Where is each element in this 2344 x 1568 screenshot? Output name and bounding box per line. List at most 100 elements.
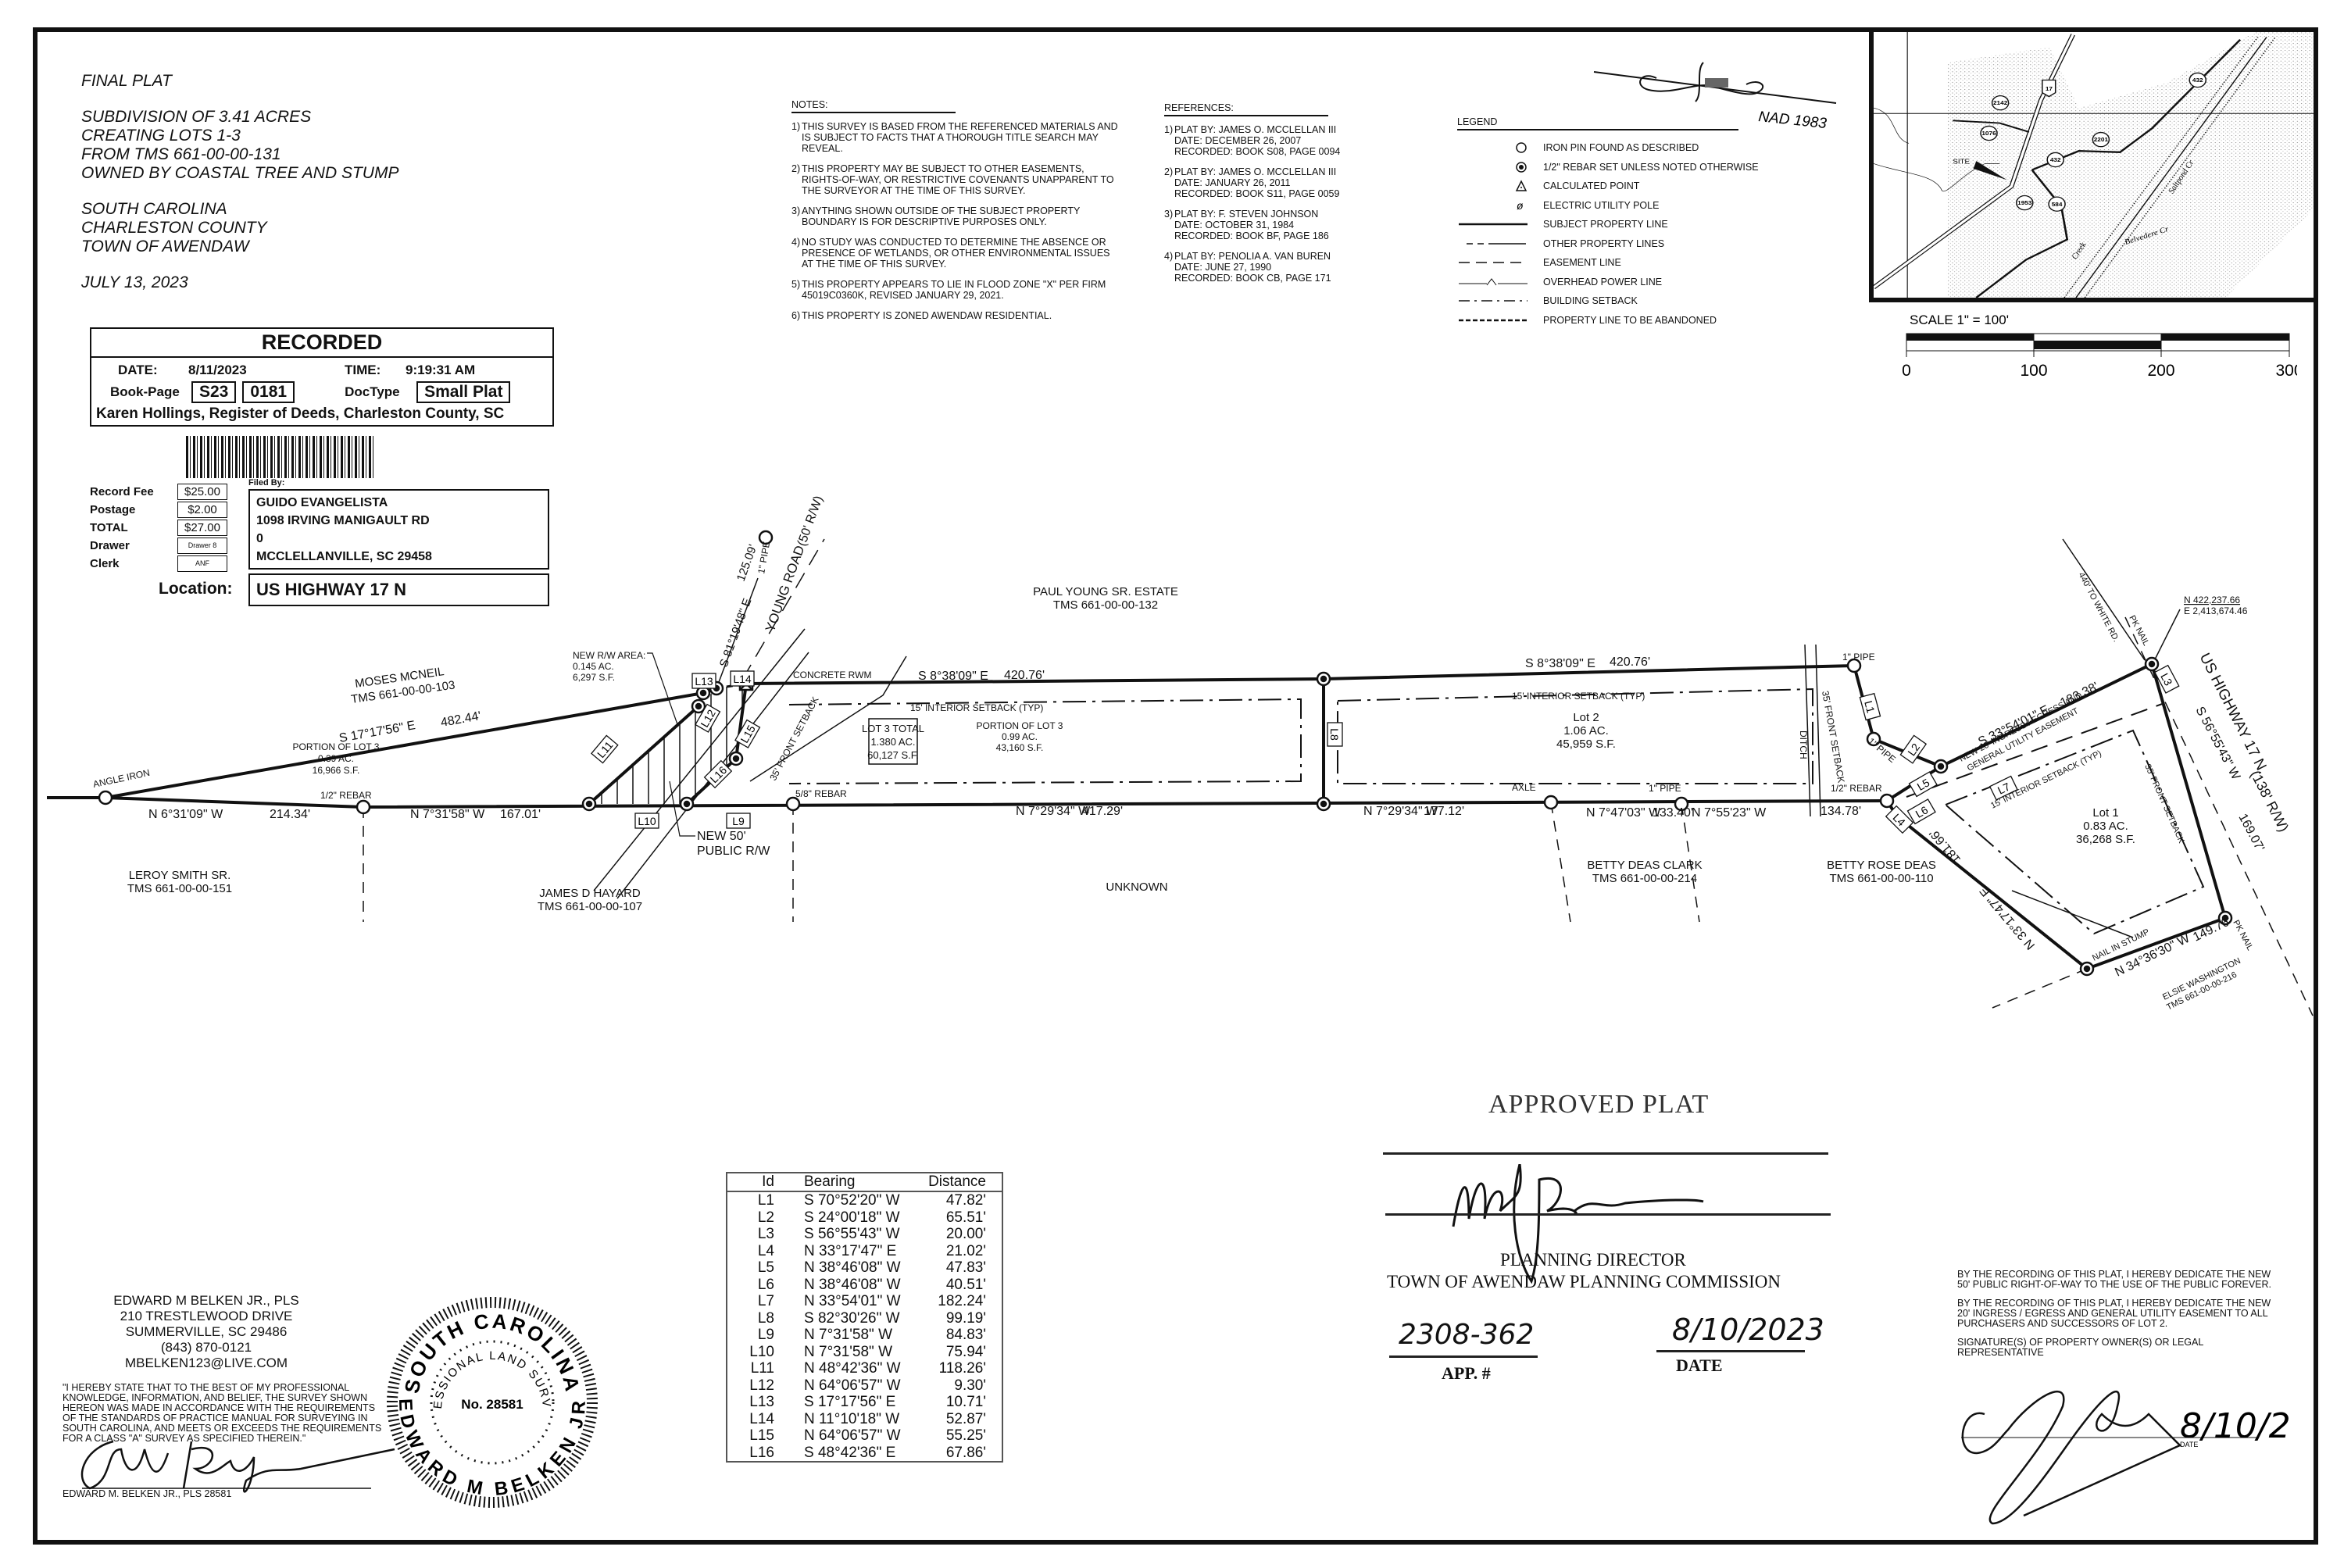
note-number: 5)	[791, 279, 801, 290]
fee-value: $25.00	[177, 484, 227, 500]
abandoned-line-icon	[1457, 314, 1543, 327]
book-page-label: Book-Page	[110, 384, 180, 399]
svg-text:0.83 AC.: 0.83 AC.	[2083, 820, 2128, 833]
legend-item: 1/2" REBAR SET UNLESS NOTED OTHERWISE	[1457, 158, 1770, 177]
svg-text:1.06 AC.: 1.06 AC.	[1563, 724, 1609, 738]
legend-label: PROPERTY LINE TO BE ABANDONED	[1543, 314, 1717, 326]
line-id: L10	[749, 1343, 774, 1360]
svg-text:NEW 20' INGRESS / EGRESS AND: NEW 20' INGRESS / EGRESS AND	[1958, 691, 2084, 763]
south-property-line	[47, 796, 1888, 809]
reference-line: RECORDED: BOOK S11, PAGE 0059	[1174, 188, 1340, 199]
filer-line: GUIDO EVANGELISTA	[256, 496, 388, 509]
boundary-distance: 420.76'	[1610, 655, 1650, 669]
legend-item: BUILDING SETBACK	[1457, 291, 1770, 311]
setback-label: 15' INTERIOR SETBACK (TYP)	[1512, 691, 1645, 702]
adjoiner-tms: TMS 661-00-00-214	[1592, 872, 1697, 885]
svg-text:36,268 S.F.: 36,268 S.F.	[2076, 833, 2135, 846]
reference-line: DATE: JUNE 27, 1990	[1174, 262, 1272, 273]
coordinate-east: E 2,413,674.46	[2184, 605, 2248, 616]
reference-line: PLAT BY: F. STEVEN JOHNSON	[1174, 209, 1319, 220]
line-callout-label: L3	[2158, 671, 2175, 688]
reference-line: RECORDED: BOOK S08, PAGE 0094	[1174, 146, 1341, 157]
monument-label: 5/8" REBAR	[795, 788, 847, 799]
line-id: L1	[757, 1192, 774, 1209]
adjoiner-tms: TMS 661-00-00-110	[1829, 872, 1933, 885]
reference-line: DATE: OCTOBER 31, 1984	[1174, 220, 1295, 230]
svg-text:2142: 2142	[1993, 100, 2007, 106]
route-shield-2142: 2142	[1991, 95, 2010, 111]
fee-value: $2.00	[177, 502, 227, 518]
boundary-distance: 167.01'	[500, 808, 541, 821]
route-shield-432: 432	[2189, 72, 2207, 88]
reference-line: PLAT BY: JAMES O. MCCLELLAN III	[1174, 166, 1337, 177]
note-number: 2)	[791, 163, 801, 174]
scale-tick-label: 0	[1902, 362, 1911, 380]
fee-row: TOTAL$27.00	[90, 519, 227, 537]
easement-line	[1906, 702, 2165, 798]
surveyor-address: 210 TRESTLEWOOD DRIVE	[120, 1309, 293, 1323]
boundary-distance: 125.09'	[734, 543, 760, 584]
subdivision-line: CREATING LOTS 1-3	[81, 127, 241, 145]
rebar-set-icon	[2144, 656, 2160, 672]
vicinity-map: 17 432 2142 1076 2201 432 1953 584 SITE …	[1869, 27, 2318, 302]
iron-pin-icon	[98, 790, 113, 805]
planning-director-title: PLANNING DIRECTOR	[1500, 1250, 1686, 1270]
adjoiner-name: JAMES D HAYARD	[539, 887, 641, 900]
line-callout-label: L6	[1913, 803, 1931, 820]
iron-pin-icon	[785, 796, 801, 812]
adjoiner-name: LEROY SMITH SR.	[129, 869, 231, 882]
line-bearing: N 33°54'01" W	[804, 1293, 901, 1309]
legend-label: OVERHEAD POWER LINE	[1543, 276, 1663, 288]
line-callout-l2: L2	[1899, 734, 1928, 764]
legend-label: ELECTRIC UTILITY POLE	[1543, 199, 1660, 211]
line-distance: 47.83'	[945, 1259, 986, 1276]
monument-label: 1" PIPE	[1649, 783, 1681, 794]
seal-name: EDWARD M BELKEN JR	[395, 1398, 588, 1501]
svg-text:PUBLIC R/W: PUBLIC R/W	[697, 845, 770, 858]
location-line: CHARLESTON COUNTY	[81, 219, 267, 237]
column-header-bearing: Bearing	[788, 1173, 917, 1192]
svg-text:NEW R/W AREA:: NEW R/W AREA:	[573, 650, 645, 661]
line-bearing: N 38°46'08" W	[804, 1276, 901, 1293]
line-callout-l13: L13	[691, 673, 716, 689]
iron-pin-icon	[1674, 796, 1689, 812]
dedication-easement: BY THE RECORDING OF THIS PLAT, I HEREBY …	[1957, 1298, 2271, 1329]
monument-label: 1/2" REBAR	[320, 790, 372, 801]
note-number: 1)	[791, 121, 801, 132]
line-bearing: S 48°42'36" E	[804, 1444, 896, 1461]
adjoiner-name: PAUL YOUNG SR. ESTATE	[1033, 585, 1178, 598]
note-text: NO STUDY WAS CONDUCTED TO DETERMINE THE …	[802, 237, 1110, 270]
monument-label: 1" PIPE	[1842, 652, 1875, 663]
filer-line: MCCLELLANVILLE, SC 29458	[256, 550, 432, 563]
column-header-id: Id	[727, 1173, 788, 1192]
line-id: L2	[757, 1209, 774, 1226]
svg-text:ø: ø	[1517, 199, 1524, 212]
svg-text:60,127 S.F.: 60,127 S.F.	[867, 749, 919, 761]
rebar-set-icon	[1316, 671, 1331, 687]
boundary-distance: 482.44'	[440, 709, 482, 730]
fee-value: $27.00	[177, 520, 227, 536]
svg-text:EDWARD M BELKEN JR: EDWARD M BELKEN JR	[395, 1398, 590, 1501]
monument-label: 1" PIPE	[756, 541, 772, 574]
dedication-row: BY THE RECORDING OF THIS PLAT, I HEREBY …	[1957, 1269, 2272, 1290]
legend-item: OVERHEAD POWER LINE	[1457, 273, 1770, 292]
fee-value: Drawer 8	[177, 538, 227, 554]
portion-lot3-east-label: PORTION OF LOT 3 0.99 AC. 43,160 S.F.	[977, 720, 1063, 753]
monument-label: CONCRETE RWM	[793, 670, 871, 680]
note-item: 4)NO STUDY WAS CONDUCTED TO DETERMINE TH…	[791, 237, 1120, 270]
site-label: SITE	[1953, 158, 1970, 165]
adjoiner-tms: TMS 661-00-00-132	[1053, 598, 1158, 612]
line-bearing: N 64°06'57" W	[804, 1427, 901, 1444]
boundary-bearing: N 7°29'34" W	[1363, 805, 1438, 818]
barcode	[186, 436, 373, 478]
legend-item: SUBJECT PROPERTY LINE	[1457, 215, 1770, 234]
